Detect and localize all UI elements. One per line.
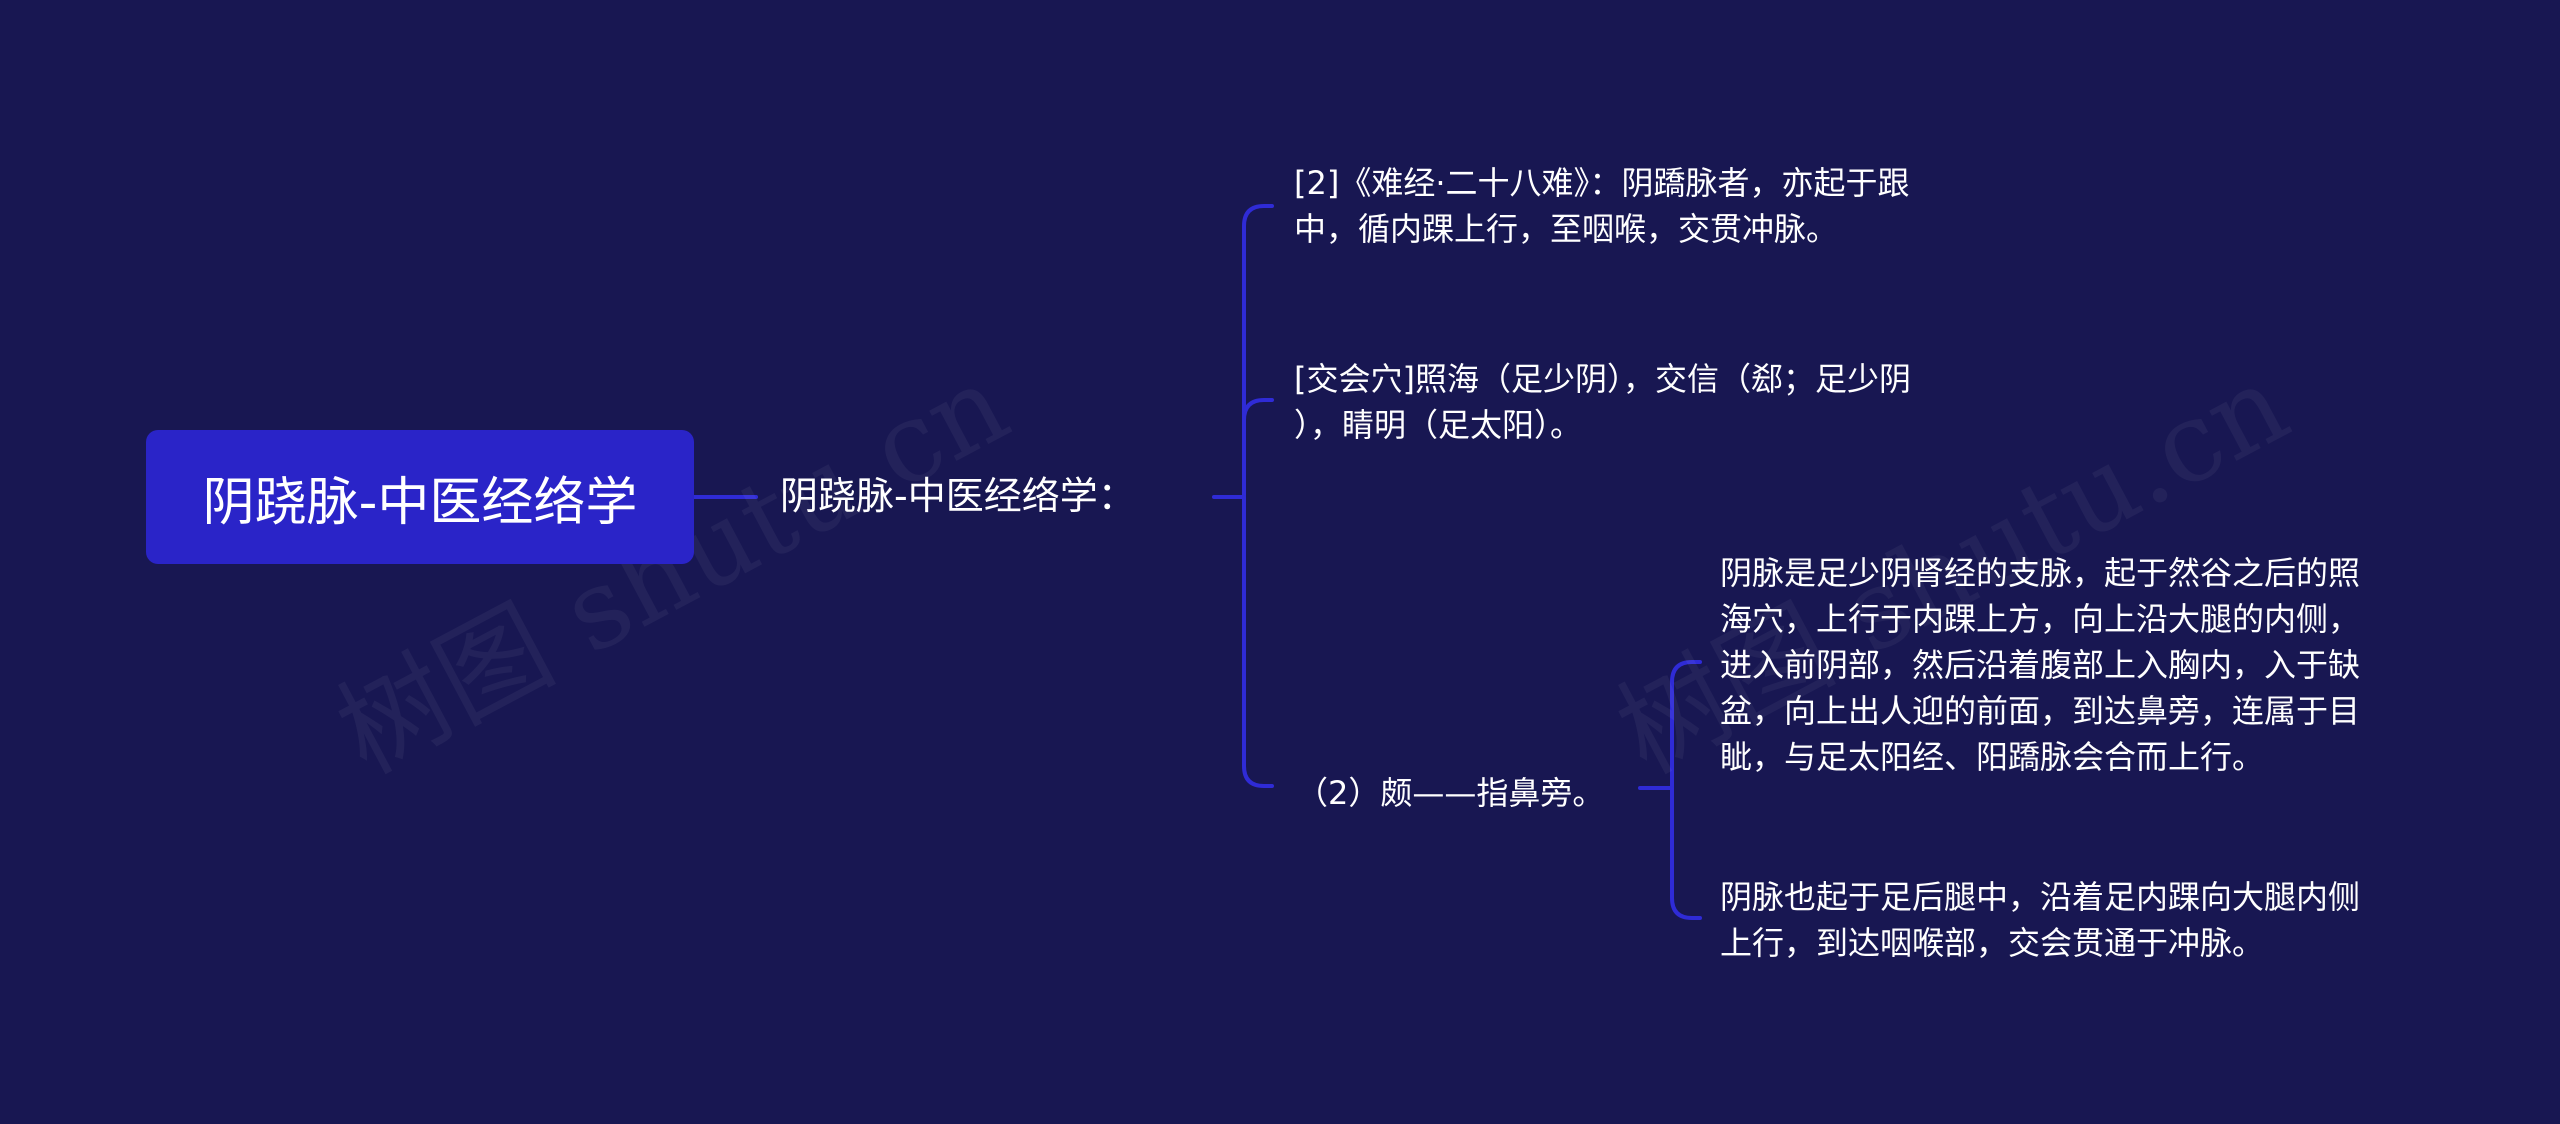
sub-branch-topic-2[interactable]: 阴脉也起于足后腿中，沿着足内踝向大腿内侧 上行，到达咽喉部，交会贯通于冲脉。 bbox=[1720, 874, 2360, 966]
branch-text-line: （2）颇——指鼻旁。 bbox=[1296, 774, 1605, 812]
root-topic-label: 阴跷脉-中医经络学 bbox=[202, 472, 638, 533]
branch-topic-1[interactable]: [2]《难经·二十八难》：阴蹻脉者，亦起于跟 中，循内踝上行，至咽喉，交贯冲脉。 bbox=[1294, 160, 1910, 252]
branch-text-line: 中，循内踝上行，至咽喉，交贯冲脉。 bbox=[1294, 210, 1839, 248]
sub-branch-text-line: 盆，向上出人迎的前面，到达鼻旁，连属于目 bbox=[1720, 692, 2361, 730]
branch-text-line: [2]《难经·二十八难》：阴蹻脉者，亦起于跟 bbox=[1294, 164, 1910, 202]
middle-topic[interactable]: 阴跷脉-中医经络学： bbox=[780, 470, 1136, 522]
root-topic[interactable]: 阴跷脉-中医经络学 bbox=[146, 430, 694, 564]
connector-branch-2 bbox=[1242, 398, 1274, 499]
middle-topic-label: 阴跷脉-中医经络学： bbox=[780, 474, 1136, 518]
connector-branch-3 bbox=[1242, 495, 1274, 788]
sub-branch-topic-1[interactable]: 阴脉是足少阴肾经的支脉，起于然谷之后的照 海穴，上行于内踝上方，向上沿大腿的内侧… bbox=[1720, 550, 2360, 780]
sub-branch-text-line: 眦，与足太阳经、阳蹻脉会合而上行。 bbox=[1720, 738, 2265, 776]
branch-topic-2[interactable]: [交会穴]照海（足少阴），交信（郄；足少阴 ），睛明（足太阳）。 bbox=[1294, 356, 1911, 448]
connector-sub-branch-1 bbox=[1670, 660, 1702, 790]
sub-branch-text-line: 进入前阴部，然后沿着腹部上入胸内，入于缺 bbox=[1720, 646, 2361, 684]
sub-branch-text-line: 上行，到达咽喉部，交会贯通于冲脉。 bbox=[1720, 924, 2265, 962]
connector-sub-branch-2 bbox=[1670, 786, 1702, 920]
sub-branch-text-line: 阴脉也起于足后腿中，沿着足内踝向大腿内侧 bbox=[1720, 878, 2361, 916]
branch-text-line: [交会穴]照海（足少阴），交信（郄；足少阴 bbox=[1294, 360, 1911, 398]
branch-text-line: ），睛明（足太阳）。 bbox=[1294, 406, 1583, 444]
sub-branch-text-line: 阴脉是足少阴肾经的支脉，起于然谷之后的照 bbox=[1720, 554, 2361, 592]
sub-branch-text-line: 海穴，上行于内踝上方，向上沿大腿的内侧， bbox=[1720, 600, 2361, 638]
connector-branch-1 bbox=[1242, 204, 1274, 499]
branch-topic-3[interactable]: （2）颇——指鼻旁。 bbox=[1296, 770, 1604, 816]
